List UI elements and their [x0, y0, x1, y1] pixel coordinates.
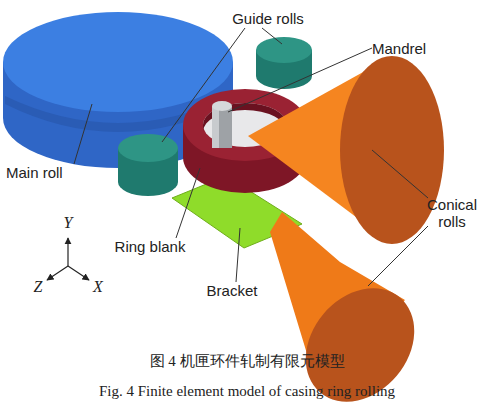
axis-arrow [68, 266, 89, 280]
guide-roll [256, 37, 312, 89]
leader-line [162, 28, 245, 142]
guide-roll [118, 134, 178, 196]
leader-lines [74, 28, 428, 286]
guide-roll-top [118, 134, 178, 162]
mandrel-top [212, 101, 232, 111]
caption-english: Fig. 4 Finite element model of casing ri… [99, 383, 395, 400]
part-label: Guide rolls [232, 10, 304, 27]
part-label: Conical rolls [420, 196, 484, 230]
part-label: Bracket [207, 282, 258, 299]
axis-label: Y [64, 214, 73, 231]
leader-line [372, 150, 428, 198]
mandrel [212, 101, 232, 148]
leader-line [236, 228, 240, 282]
figure-caption: 图 4 机匣环件轧制有限元模型 [150, 353, 345, 370]
main-roll-top [3, 12, 233, 112]
leader-line [228, 48, 372, 112]
part-label: Main roll [6, 164, 63, 181]
conical-roll [248, 56, 444, 244]
leader-line [262, 28, 282, 44]
leader-line [74, 104, 92, 164]
conical-roll-base [340, 56, 444, 244]
leader-line [368, 226, 428, 286]
axis-label: X [93, 278, 103, 295]
axis-arrow [67, 238, 68, 266]
part-label: Mandrel [372, 40, 426, 57]
axis-label: Z [34, 278, 43, 295]
guide-roll-top [256, 37, 312, 63]
leader-line [176, 168, 200, 238]
part-label: Ring blank [115, 238, 186, 255]
mandrel-highlight [212, 106, 219, 148]
axis-triad [47, 238, 89, 280]
mandrel-body [212, 106, 232, 148]
axis-arrow [47, 266, 68, 280]
